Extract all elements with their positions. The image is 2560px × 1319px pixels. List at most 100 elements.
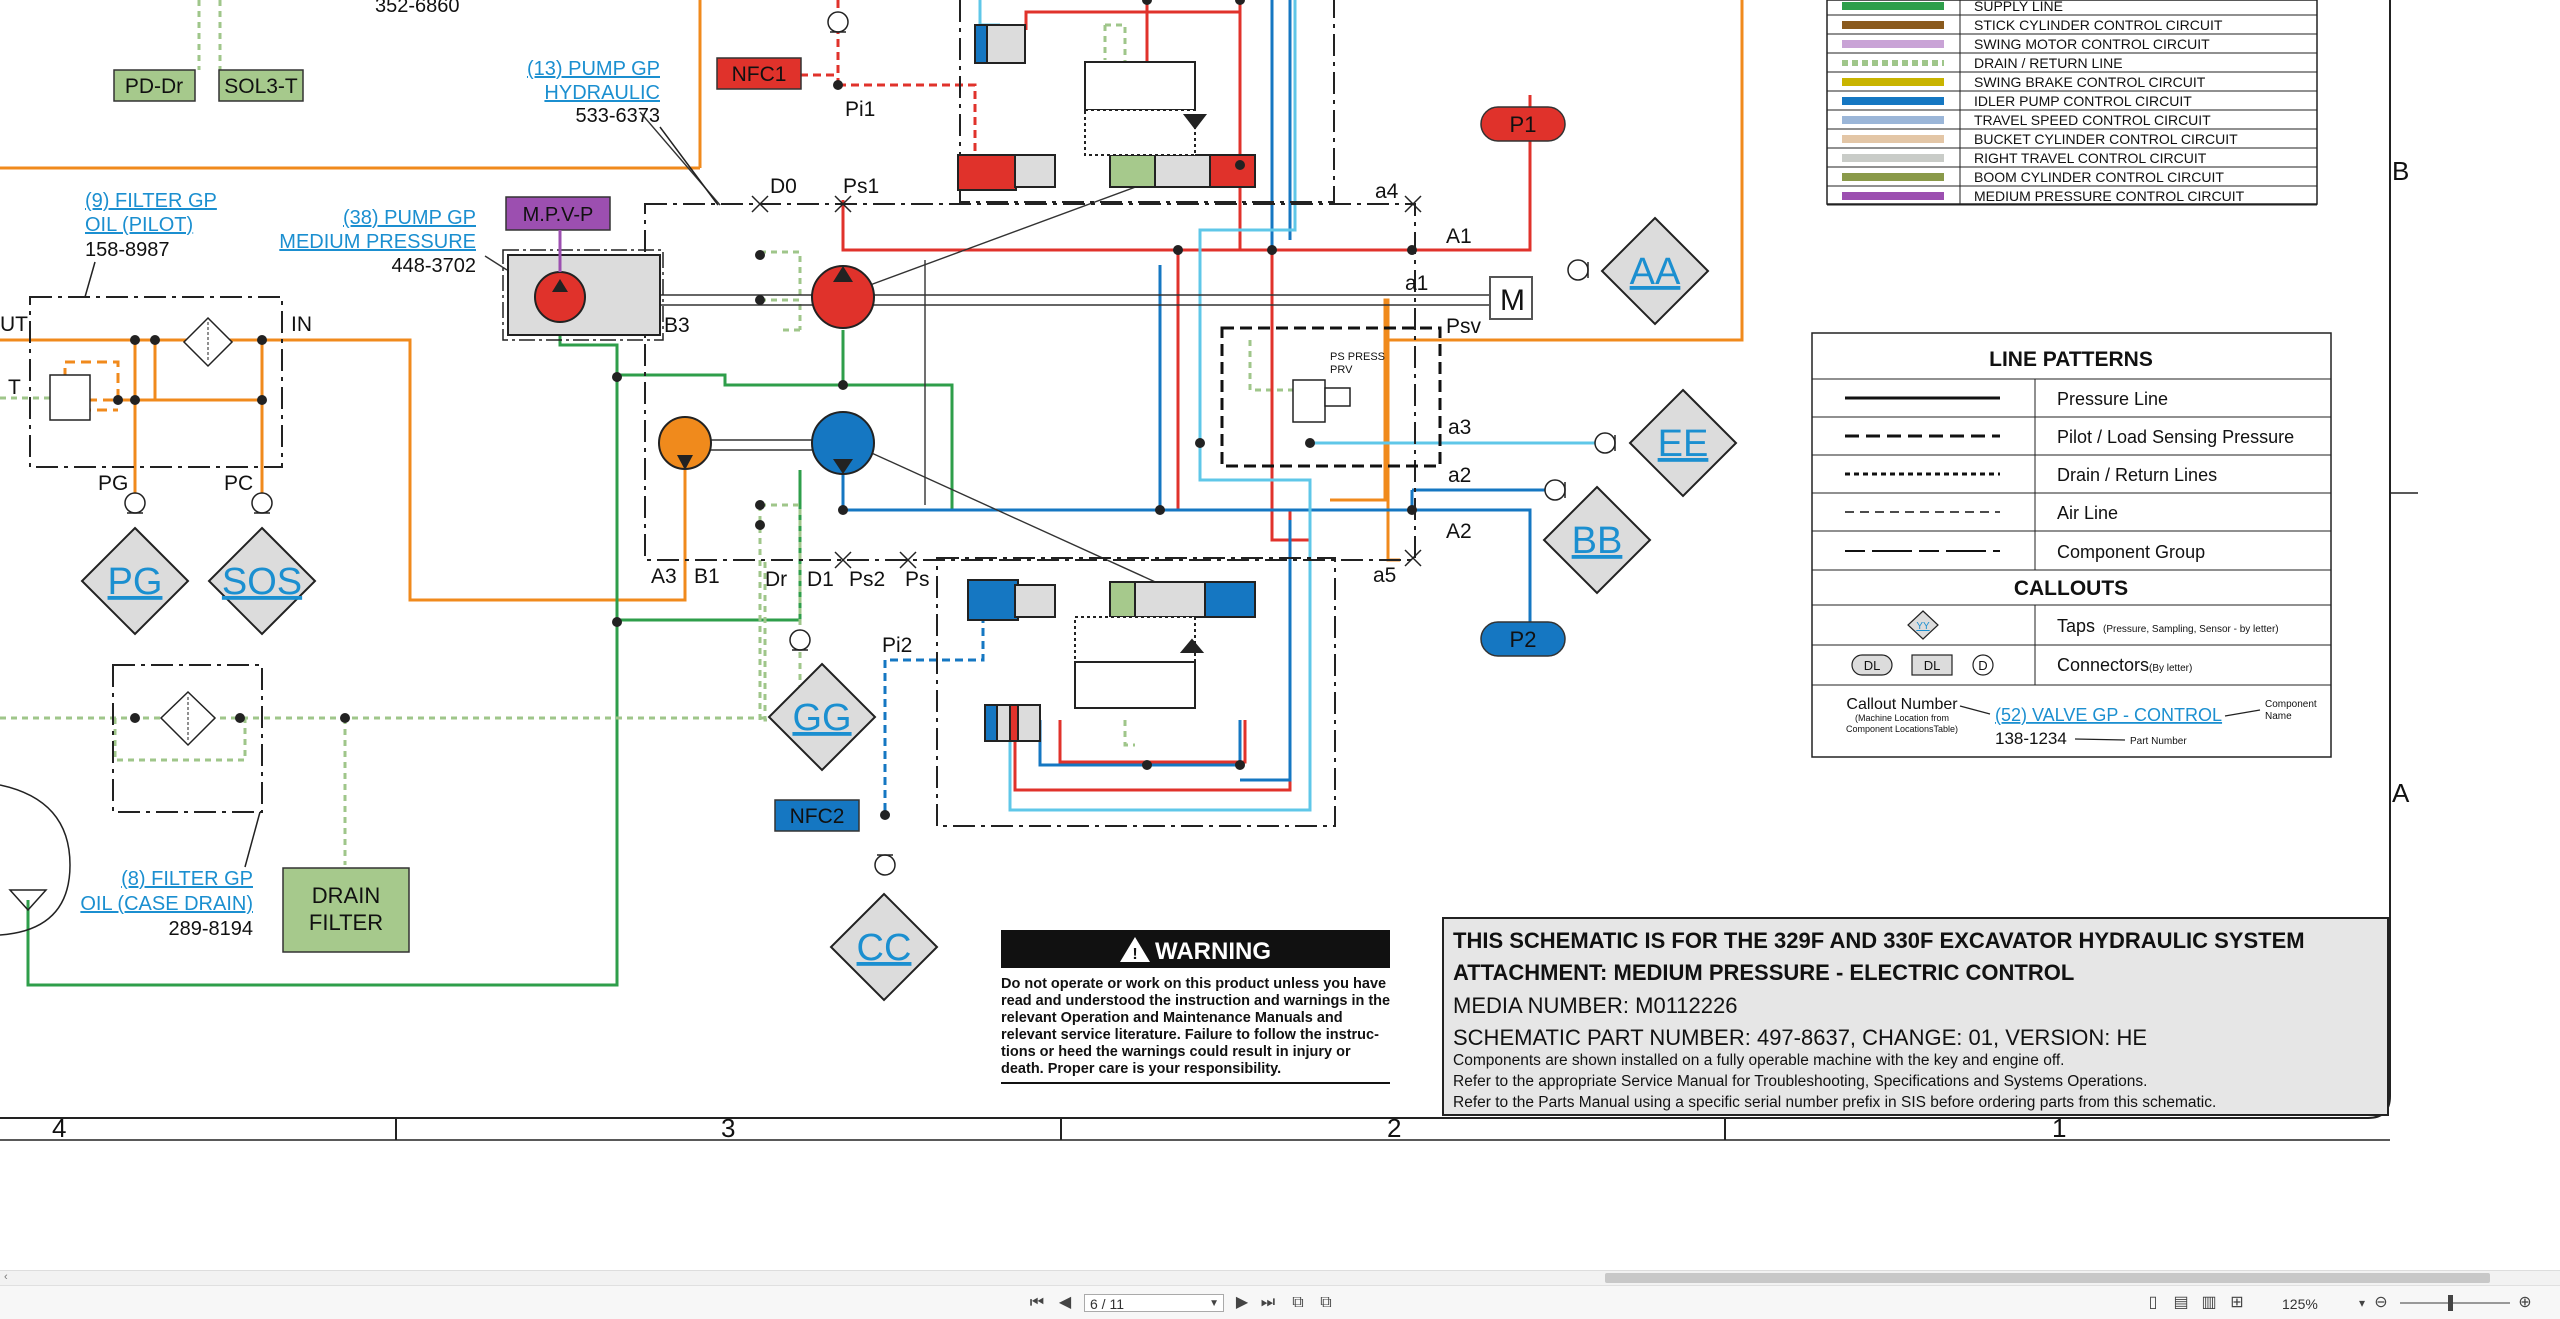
svg-text:P2: P2 bbox=[1510, 627, 1537, 652]
continuous-view-icon[interactable]: ▤ bbox=[2173, 1294, 2189, 1311]
legend-swatch bbox=[1842, 192, 1944, 200]
callout-pump-hydraulic[interactable]: (13) PUMP GP HYDRAULIC 533-6373 bbox=[527, 58, 719, 206]
fit-width-icon[interactable]: ⧉ bbox=[1320, 1294, 1332, 1311]
taps-note: (Pressure, Sampling, Sensor - by letter) bbox=[2103, 624, 2279, 635]
svg-text:A1: A1 bbox=[1446, 225, 1472, 248]
box-drain-filter[interactable]: DRAIN FILTER bbox=[282, 867, 410, 953]
top-part-number: 352-6860 bbox=[375, 0, 460, 17]
case-drain-filter bbox=[159, 690, 217, 747]
tap-pg[interactable]: PG bbox=[80, 526, 190, 636]
box-p2[interactable]: P2 bbox=[1480, 621, 1566, 657]
box-pd-dr[interactable]: PD-Dr bbox=[113, 69, 196, 102]
legend-label: TRAVEL SPEED CONTROL CIRCUIT bbox=[1974, 112, 2211, 128]
port-labels: D0 Ps1 Pi1 Pi2 a4 A1 a1 Psv a3 a2 A2 a5 … bbox=[0, 98, 1482, 657]
svg-text:OIL (CASE DRAIN): OIL (CASE DRAIN) bbox=[80, 893, 253, 915]
svg-text:a5: a5 bbox=[1373, 564, 1396, 587]
tap-bb[interactable]: BB bbox=[1542, 485, 1652, 595]
svg-text:M.P.V-P: M.P.V-P bbox=[523, 204, 594, 226]
svg-text:PG: PG bbox=[98, 472, 128, 495]
svg-text:A3: A3 bbox=[651, 565, 677, 588]
svg-text:D0: D0 bbox=[770, 175, 797, 198]
component-groups bbox=[29, 0, 1416, 827]
zoom-slider-knob[interactable] bbox=[2448, 1295, 2453, 1311]
zoom-slider[interactable] bbox=[2400, 1295, 2510, 1311]
svg-text:Pi2: Pi2 bbox=[882, 634, 912, 657]
warning-title: WARNING bbox=[1155, 938, 1271, 965]
svg-text:DL: DL bbox=[1864, 658, 1881, 673]
single-page-view-icon[interactable]: ▯ bbox=[2148, 1294, 2158, 1311]
legend-label: IDLER PUMP CONTROL CIRCUIT bbox=[1974, 93, 2192, 109]
scroll-left-icon[interactable]: ‹ bbox=[4, 1271, 8, 1283]
hydraulic-schematic: 4 3 2 1 B A bbox=[0, 0, 2418, 1143]
svg-text:(38) PUMP GP: (38) PUMP GP bbox=[343, 207, 476, 229]
zoom-level[interactable]: 125% bbox=[2282, 1296, 2318, 1312]
svg-text:tions or heed the warnings cou: tions or heed the warnings could result … bbox=[1001, 1044, 1351, 1060]
svg-text:PS PRESS: PS PRESS bbox=[1330, 351, 1385, 363]
schematic-canvas[interactable]: 4 3 2 1 B A bbox=[0, 0, 2560, 1270]
legend-swatch bbox=[1842, 154, 1944, 162]
tap-sos[interactable]: SOS bbox=[207, 526, 317, 636]
box-nfc1[interactable]: NFC1 bbox=[716, 57, 802, 90]
svg-text:death. Proper care is your res: death. Proper care is your responsibilit… bbox=[1001, 1061, 1281, 1077]
tap-aa[interactable]: AA bbox=[1600, 216, 1710, 326]
zoom-out-icon[interactable]: ⊖ bbox=[2374, 1294, 2388, 1311]
svg-text:Ps: Ps bbox=[905, 568, 930, 591]
callout-filter-pilot[interactable]: (9) FILTER GP OIL (PILOT) 158-8987 bbox=[84, 190, 217, 298]
box-sol3-t[interactable]: SOL3-T bbox=[218, 69, 304, 102]
port-markers bbox=[751, 195, 1422, 569]
callout-pump-medium[interactable]: (38) PUMP GP MEDIUM PRESSURE 448-3702 bbox=[279, 207, 476, 277]
box-mpvp[interactable]: M.P.V-P bbox=[505, 196, 611, 272]
grid-col-3: 3 bbox=[721, 1113, 735, 1143]
svg-text:Callout Number: Callout Number bbox=[1846, 696, 1958, 713]
page-select[interactable]: 6 / 11 ▼ bbox=[1084, 1294, 1224, 1312]
box-nfc2[interactable]: NFC2 bbox=[774, 799, 860, 832]
motor-icon: M bbox=[1489, 276, 1533, 320]
legend-label: BUCKET CYLINDER CONTROL CIRCUIT bbox=[1974, 131, 2238, 147]
red-dashed bbox=[800, 0, 977, 160]
svg-text:IN: IN bbox=[291, 313, 312, 336]
svg-text:FILTER: FILTER bbox=[309, 910, 383, 935]
scroll-thumb[interactable] bbox=[1605, 1273, 2490, 1283]
svg-text:T: T bbox=[8, 376, 21, 399]
facing-view-icon[interactable]: ⊞ bbox=[2230, 1294, 2244, 1311]
previous-page-icon[interactable]: ◀ bbox=[1058, 1294, 1072, 1311]
first-page-icon[interactable]: ⏮ bbox=[1029, 1294, 1045, 1311]
tap-gg[interactable]: GG bbox=[767, 662, 877, 772]
box-p1[interactable]: P1 bbox=[1480, 106, 1566, 142]
next-page-icon[interactable]: ▶ bbox=[1235, 1294, 1249, 1311]
upper-control-valve bbox=[957, 24, 1256, 191]
blue-dashed bbox=[883, 615, 985, 815]
svg-text:D: D bbox=[1978, 658, 1987, 673]
svg-text:D1: D1 bbox=[807, 568, 834, 591]
legend-label: SWING BRAKE CONTROL CIRCUIT bbox=[1974, 74, 2206, 90]
svg-text:Component: Component bbox=[2265, 699, 2317, 710]
svg-text:a4: a4 bbox=[1375, 180, 1399, 203]
svg-text:PRV: PRV bbox=[1330, 364, 1353, 376]
callout-filter-case[interactable]: (8) FILTER GP OIL (CASE DRAIN) 289-8194 bbox=[80, 811, 261, 940]
svg-text:SOL3-T: SOL3-T bbox=[224, 75, 298, 98]
svg-text:DL: DL bbox=[1924, 658, 1941, 673]
fit-page-icon[interactable]: ⧉ bbox=[1292, 1294, 1304, 1311]
title-line-2: ATTACHMENT: MEDIUM PRESSURE - ELECTRIC C… bbox=[1453, 960, 2074, 985]
legend-label: STICK CYLINDER CONTROL CIRCUIT bbox=[1974, 17, 2223, 33]
svg-text:Refer to the appropriate Servi: Refer to the appropriate Service Manual … bbox=[1453, 1073, 2147, 1090]
two-page-view-icon[interactable]: ▥ bbox=[2201, 1294, 2217, 1311]
zoom-in-icon[interactable]: ⊕ bbox=[2518, 1294, 2532, 1311]
tap-cc[interactable]: CC bbox=[829, 892, 939, 1002]
svg-text:Do not operate or work on this: Do not operate or work on this product u… bbox=[1001, 976, 1386, 992]
svg-text:Psv: Psv bbox=[1446, 315, 1482, 338]
page-display: 6 / 11 bbox=[1090, 1296, 1124, 1312]
horizontal-scrollbar[interactable]: ‹ bbox=[0, 1270, 2560, 1285]
title-block: THIS SCHEMATIC IS FOR THE 329F AND 330F … bbox=[1442, 917, 2389, 1116]
zoom-menu-chevron-icon[interactable]: ▾ bbox=[2358, 1296, 2366, 1310]
last-page-icon[interactable]: ⏭ bbox=[1260, 1294, 1276, 1311]
svg-text:OIL (PILOT): OIL (PILOT) bbox=[85, 214, 193, 236]
svg-text:(13) PUMP GP: (13) PUMP GP bbox=[527, 58, 660, 80]
tap-ee[interactable]: EE bbox=[1628, 388, 1738, 498]
line-patterns-title: LINE PATTERNS bbox=[1989, 348, 2153, 371]
ps-press-prv: PS PRESS PRV bbox=[1292, 351, 1385, 423]
tap-fittings bbox=[124, 11, 1616, 876]
svg-text:NFC2: NFC2 bbox=[790, 805, 845, 828]
svg-text:EE: EE bbox=[1658, 423, 1709, 465]
chevron-down-icon: ▼ bbox=[1209, 1298, 1219, 1309]
